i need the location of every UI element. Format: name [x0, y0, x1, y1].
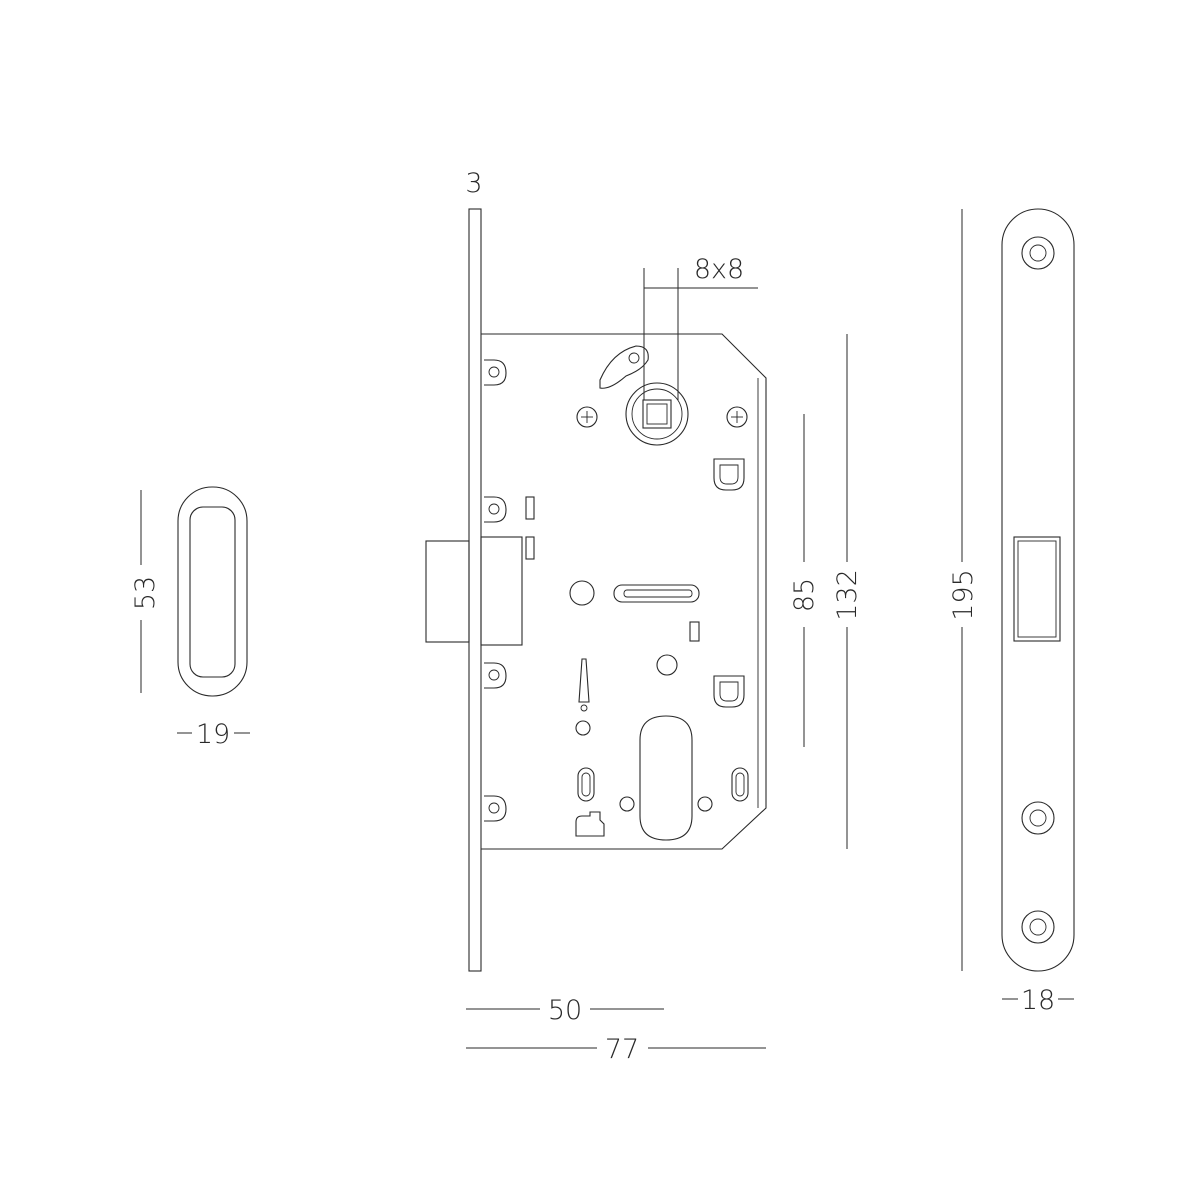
lock-body: [425, 208, 767, 972]
strike-cover: [177, 486, 248, 697]
spindle-size-label: 8x8: [694, 254, 744, 285]
strike-opening: [1013, 536, 1061, 642]
body-depth-label: 77: [605, 1034, 639, 1065]
strike-screw-bottom: [1021, 910, 1055, 944]
slot-cylinder-right: [731, 767, 749, 802]
dimension-spindle: 8x8: [643, 254, 758, 400]
case-screw-left: [576, 406, 598, 428]
spring-pin: [578, 658, 590, 703]
lock-faceplate: [468, 208, 482, 972]
hole-cylinder-left: [619, 796, 635, 812]
latch-bolt: [425, 536, 523, 646]
small-slot-right: [689, 621, 700, 642]
strike-cover-inner: [189, 506, 236, 678]
faceplate-thickness-label: 3: [465, 168, 482, 199]
case-screw-right: [726, 406, 748, 428]
centre-distance-label: 85: [789, 578, 820, 612]
latch-lever: [599, 345, 649, 389]
bottom-cutout: [575, 811, 605, 837]
slot-cylinder-left: [577, 767, 595, 802]
middle-slot: [613, 584, 700, 603]
cover-width-label: 19: [196, 719, 230, 750]
dimension-body-height: 132: [832, 334, 863, 849]
lock-case-outline: [481, 333, 767, 850]
faceplate-length-label: 195: [948, 569, 979, 621]
body-height-label: 132: [832, 569, 863, 621]
slot-lower: [525, 536, 535, 560]
dimension-backset: 50: [466, 995, 664, 1026]
cylinder-cutout: [639, 715, 693, 841]
strike-screw-top: [1021, 236, 1055, 270]
faceplate-tabs: [484, 359, 507, 822]
d-lug-upper: [713, 458, 745, 491]
cover-height-label: 53: [130, 576, 161, 610]
pin-hole: [575, 720, 591, 736]
backset-label: 50: [548, 995, 582, 1026]
strike-plate: [1001, 208, 1075, 972]
faceplate-width-label: 18: [1021, 985, 1055, 1016]
slot-upper: [525, 496, 535, 520]
dimension-centre-distance: 85: [789, 414, 820, 747]
strike-cover-outline: [177, 486, 248, 697]
dimension-faceplate-length: 195: [948, 209, 979, 971]
strike-screw-middle: [1021, 801, 1055, 835]
dimension-cover-height: 53: [130, 490, 161, 693]
strike-plate-outline: [1001, 208, 1075, 972]
spindle-hub: [625, 382, 689, 446]
small-hole: [656, 654, 678, 676]
hole-cylinder-right: [697, 796, 713, 812]
dimension-body-depth: 77: [466, 1034, 766, 1065]
middle-hole: [569, 580, 595, 606]
dimension-faceplate-width: 18: [1002, 985, 1074, 1016]
dimension-cover-width: 19: [177, 719, 250, 750]
d-lug-lower: [713, 675, 745, 708]
